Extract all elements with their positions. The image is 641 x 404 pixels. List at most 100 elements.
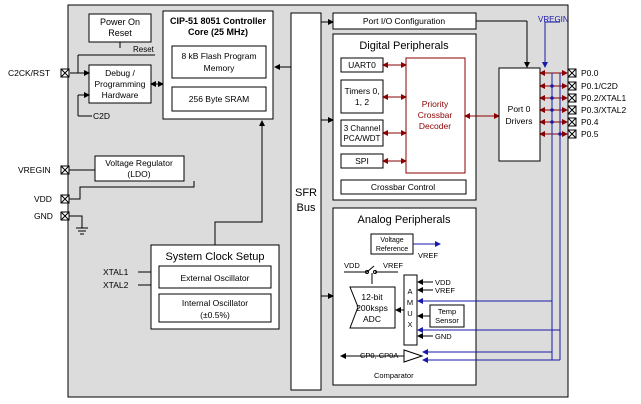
svg-text:M: M <box>407 298 413 307</box>
xtal1-label: XTAL1 <box>103 267 129 277</box>
amux-vref-label: VREF <box>435 286 455 295</box>
pin-p0-4: P0.4 <box>567 117 599 127</box>
svg-text:(LDO): (LDO) <box>127 169 150 179</box>
comparator-symbol <box>403 349 424 363</box>
svg-text:ADC: ADC <box>363 314 381 324</box>
svg-text:Internal Oscillator: Internal Oscillator <box>182 298 248 308</box>
svg-text:P0.2/XTAL1: P0.2/XTAL1 <box>581 93 626 103</box>
svg-text:External Oscillator: External Oscillator <box>181 273 250 283</box>
sram-block <box>171 86 267 112</box>
pin-c2ck-rst: C2CK/RST <box>8 68 70 78</box>
svg-text:VREGIN: VREGIN <box>18 165 51 175</box>
svg-text:Temp: Temp <box>438 307 456 316</box>
debug-hardware-block: Debug / Programming Hardware <box>88 64 152 104</box>
adc-vdd-label: VDD <box>344 261 360 270</box>
svg-text:Memory: Memory <box>204 63 235 73</box>
svg-text:Priority: Priority <box>422 99 449 109</box>
sfr-bus: SFR Bus <box>290 12 322 391</box>
adc-block <box>349 286 396 329</box>
flash-memory-block <box>171 45 267 79</box>
svg-text:Analog Peripherals: Analog Peripherals <box>358 214 451 226</box>
svg-text:Reference: Reference <box>376 246 408 253</box>
svg-text:Bus: Bus <box>297 202 316 214</box>
svg-text:(±0.5%): (±0.5%) <box>200 310 230 320</box>
crossbar-decoder-block <box>405 57 466 174</box>
svg-text:Decoder: Decoder <box>419 121 451 131</box>
svg-text:Power On: Power On <box>100 17 140 27</box>
svg-text:Voltage: Voltage <box>380 237 403 244</box>
svg-text:P0.5: P0.5 <box>581 129 599 139</box>
pin-p0-0: P0.0 <box>567 68 599 78</box>
svg-text:P0.4: P0.4 <box>581 117 599 127</box>
svg-text:X: X <box>407 320 412 329</box>
svg-text:SPI: SPI <box>355 156 369 166</box>
svg-text:PCA/WDT: PCA/WDT <box>344 134 381 143</box>
reset-label: Reset <box>133 45 155 54</box>
pin-vregin: VREGIN <box>18 165 70 175</box>
svg-text:Digital Peripherals: Digital Peripherals <box>359 40 449 52</box>
svg-text:Crossbar: Crossbar <box>418 110 453 120</box>
svg-text:Debug /: Debug / <box>105 68 135 78</box>
svg-text:Sensor: Sensor <box>435 316 459 325</box>
pin-gnd: GND <box>34 211 70 221</box>
vref-label: VREF <box>418 251 438 260</box>
svg-text:C2CK/RST: C2CK/RST <box>8 68 50 78</box>
cpu-core-block: CIP-51 8051 Controller Core (25 MHz) 8 k… <box>162 10 274 120</box>
svg-text:Voltage Regulator: Voltage Regulator <box>105 158 173 168</box>
svg-text:GND: GND <box>34 211 53 221</box>
svg-text:8 kB Flash Program: 8 kB Flash Program <box>181 51 256 61</box>
left-pins: C2CK/RST C2D VREGIN VDD GND XTAL1 XTAL2 <box>8 68 129 290</box>
svg-text:Port 0: Port 0 <box>508 104 531 114</box>
crossbar-control-block <box>340 179 467 195</box>
svg-text:256 Byte SRAM: 256 Byte SRAM <box>189 94 249 104</box>
svg-text:Timers 0,: Timers 0, <box>344 86 379 96</box>
pin-p0-5: P0.5 <box>567 129 599 139</box>
svg-text:200ksps: 200ksps <box>356 303 388 313</box>
c2d-label: C2D <box>93 111 110 121</box>
analog-peripherals-block: Analog Peripherals Voltage Reference VRE… <box>332 207 477 386</box>
xtal2-label: XTAL2 <box>103 280 129 290</box>
amux-vdd-label: VDD <box>435 278 451 287</box>
pin-vdd: VDD <box>34 194 70 204</box>
svg-text:U: U <box>407 309 412 318</box>
svg-text:Reset: Reset <box>108 28 132 38</box>
external-oscillator-block <box>158 265 272 289</box>
svg-text:UART0: UART0 <box>348 60 376 70</box>
svg-text:Crossbar Control: Crossbar Control <box>371 182 435 192</box>
power-on-reset-block: Power On Reset <box>88 13 152 43</box>
internal-oscillator-block <box>158 293 272 323</box>
pin-p0-3: P0.3/XTAL2 <box>567 105 626 115</box>
voltage-regulator-block: Voltage Regulator (LDO) <box>94 155 185 182</box>
svg-text:System Clock Setup: System Clock Setup <box>165 251 264 263</box>
ground-symbol <box>76 227 88 235</box>
pin-p0-1: P0.1/C2D <box>567 81 618 91</box>
svg-text:P0.0: P0.0 <box>581 68 599 78</box>
pca-wdt-block <box>340 119 384 147</box>
svg-text:Drivers: Drivers <box>506 116 533 126</box>
svg-text:CIP-51 8051 Controller: CIP-51 8051 Controller <box>170 16 267 26</box>
svg-text:Programming: Programming <box>94 79 145 89</box>
svg-text:P0.3/XTAL2: P0.3/XTAL2 <box>581 105 626 115</box>
svg-text:A: A <box>407 287 412 296</box>
pin-p0-2: P0.2/XTAL1 <box>567 93 626 103</box>
svg-text:P0.1/C2D: P0.1/C2D <box>581 81 618 91</box>
svg-text:Core (25 MHz): Core (25 MHz) <box>188 27 248 37</box>
amux-gnd-label: GND <box>435 332 452 341</box>
analog-pin-routing <box>417 298 560 363</box>
svg-text:12-bit: 12-bit <box>361 292 383 302</box>
adc-vref-label: VREF <box>383 261 403 270</box>
comparator-label: Comparator <box>374 371 414 380</box>
vregin-top-label: VREGIN <box>538 15 569 24</box>
svg-text:1, 2: 1, 2 <box>355 97 369 107</box>
port0-pin-lines <box>539 70 568 360</box>
system-clock-block: System Clock Setup External Oscillator I… <box>150 244 280 330</box>
svg-text:Hardware: Hardware <box>102 90 139 100</box>
port-io-config-block: Port I/O Configuration <box>332 12 477 30</box>
digital-peripherals-block: Digital Peripherals UART0 Timers 0, 1, 2… <box>332 33 477 201</box>
svg-text:3 Channel: 3 Channel <box>344 124 381 133</box>
right-pins: P0.0 P0.1/C2D P0.2/XTAL1 P0.3/XTAL2 P0.4… <box>567 68 626 139</box>
svg-text:SFR: SFR <box>295 187 317 199</box>
svg-text:Port I/O Configuration: Port I/O Configuration <box>363 16 445 26</box>
